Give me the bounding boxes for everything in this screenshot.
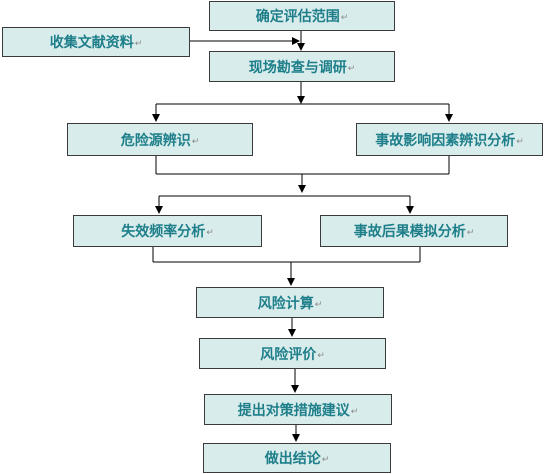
node-factors: 事故影响因素辨识分析↵	[356, 123, 543, 156]
paragraph-mark-icon: ↵	[206, 228, 214, 238]
paragraph-mark-icon: ↵	[516, 136, 524, 147]
node-measures-label: 提出对策措施建议	[237, 402, 350, 419]
paragraph-mark-icon: ↵	[314, 299, 323, 310]
node-consequence-label: 事故后果模拟分析	[353, 224, 466, 240]
node-risk-calc-label: 风险计算	[257, 295, 314, 312]
node-scope: 确定评估范围↵	[209, 1, 395, 31]
node-factors-label: 事故影响因素辨识分析	[375, 132, 516, 149]
paragraph-mark-icon: ↵	[134, 39, 143, 49]
node-conclusion: 做出结论↵	[203, 443, 391, 473]
paragraph-mark-icon: ↵	[317, 350, 325, 361]
node-risk-eval-label: 风险评价	[260, 346, 317, 363]
paragraph-mark-icon: ↵	[321, 455, 330, 465]
paragraph-mark-icon: ↵	[350, 406, 359, 417]
node-measures: 提出对策措施建议↵	[204, 394, 392, 425]
paragraph-mark-icon: ↵	[340, 13, 349, 23]
node-frequency: 失效频率分析↵	[73, 215, 262, 247]
node-risk-eval: 风险评价↵	[199, 338, 386, 369]
node-consequence: 事故后果模拟分析↵	[320, 215, 508, 247]
node-conclusion-label: 做出结论	[264, 451, 321, 467]
paragraph-mark-icon: ↵	[191, 136, 200, 147]
node-risk-calc: 风险计算↵	[196, 287, 384, 318]
paragraph-mark-icon: ↵	[466, 228, 475, 238]
node-survey-label: 现场勘查与调研	[248, 59, 347, 76]
node-survey: 现场勘查与调研↵	[209, 51, 395, 82]
paragraph-mark-icon: ↵	[347, 63, 356, 74]
node-scope-label: 确定评估范围	[255, 9, 340, 25]
node-collect-label: 收集文献资料	[49, 35, 134, 51]
node-frequency-label: 失效频率分析	[121, 224, 206, 240]
node-hazard: 危险源辨识↵	[67, 123, 253, 156]
node-collect: 收集文献资料↵	[2, 27, 190, 57]
node-hazard-label: 危险源辨识	[120, 132, 191, 149]
